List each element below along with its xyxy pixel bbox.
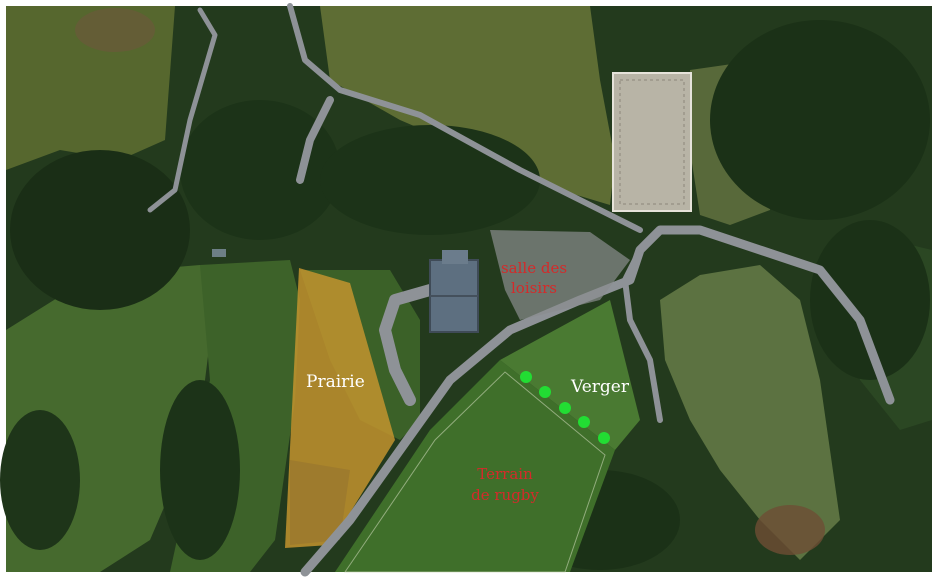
prairie-zone — [285, 268, 395, 548]
green-dot-icon — [578, 416, 590, 428]
rugby-field — [335, 360, 615, 572]
field-right — [660, 265, 840, 560]
roof-building-icon — [429, 250, 479, 333]
label-terrain-de-rugby: Terrain de rugby — [440, 464, 570, 506]
label-salle-line2: loisirs — [511, 279, 557, 297]
label-rugby-line1: Terrain — [477, 465, 533, 483]
label-salle-line1: salle des — [500, 259, 568, 277]
green-dot-icon — [539, 386, 551, 398]
parking — [490, 230, 630, 320]
label-prairie: Prairie — [306, 372, 365, 392]
cemetery — [612, 72, 692, 212]
green-dot-icon — [520, 371, 532, 383]
label-rugby-line2: de rugby — [471, 486, 539, 504]
orchard-area — [500, 300, 640, 450]
label-salle-des-loisirs: salle des loisirs — [484, 258, 584, 298]
field-top-center — [320, 6, 615, 205]
label-verger: Verger — [571, 377, 629, 397]
rugby-field-lines — [344, 371, 606, 573]
green-dot-icon — [559, 402, 571, 414]
orchard-trees — [520, 371, 610, 444]
roads — [147, 3, 895, 577]
green-dot-icon — [598, 432, 610, 444]
